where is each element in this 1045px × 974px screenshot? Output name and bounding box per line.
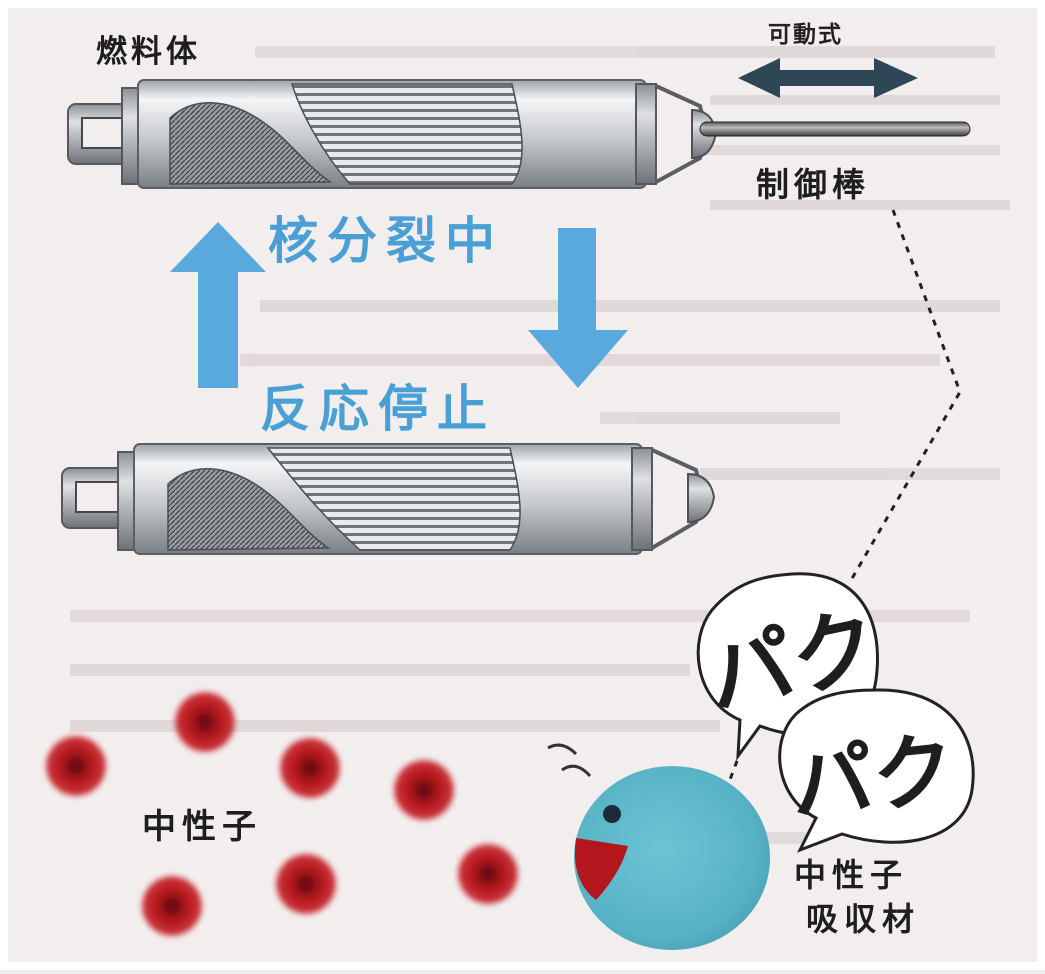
absorber-label-line1: 中性子 [794,856,908,894]
arrow-up-icon [170,222,266,388]
arrow-down-icon [528,228,628,388]
fuel-body-label: 燃料体 [96,34,201,70]
absorber-character [547,743,770,950]
neutron-particle [276,734,344,802]
neutron-particles [42,688,522,940]
reaction-stopped-label: 反応停止 [260,380,496,438]
absorber-label-line2: 吸収材 [806,900,920,938]
neutron-particle [42,732,110,800]
speech-bubble-2: パク [778,688,975,853]
fuel-assembly-top [67,79,971,189]
fuel-assembly-bottom [61,443,716,555]
neutron-particle [272,850,340,918]
movable-label: 可動式 [768,22,843,48]
leader-line [848,209,962,583]
neutron-particle [390,756,458,824]
sound-effect-text-2: パク [786,722,959,834]
neutron-particle [138,872,206,940]
neutron-label: 中性子 [142,807,262,847]
neutron-particle [454,840,522,908]
double-arrow-icon [738,58,918,98]
control-rod-label: 制御棒 [756,165,870,204]
neutron-particle [171,688,239,756]
fission-active-label: 核分裂中 [268,212,504,270]
